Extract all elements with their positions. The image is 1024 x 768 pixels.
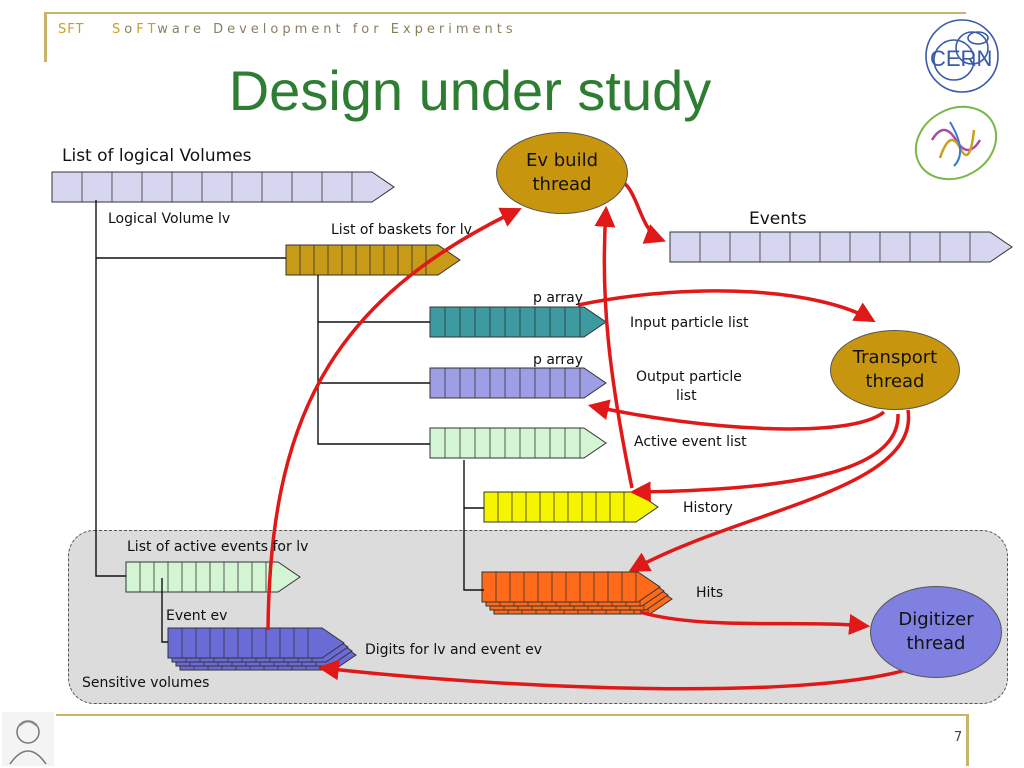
footer-accent-bar [966, 714, 969, 766]
label-list-logical-volumes: List of logical Volumes [62, 146, 252, 166]
logical-volumes-bar-shape [51, 171, 395, 203]
label-baskets: List of baskets for lv [331, 222, 472, 238]
digits-bar [167, 627, 357, 671]
label-active-events-for-lv: List of active events for lv [127, 539, 309, 555]
digitizer-thread-line1: Digitizer [898, 609, 974, 630]
page-number: 7 [954, 730, 963, 745]
label-digits: Digits for lv and event ev [365, 642, 543, 658]
digitizer-thread-line2: thread [906, 633, 966, 654]
output-particle-bar [429, 367, 607, 399]
label-active-event-list: Active event list [634, 434, 747, 450]
label-output-particle-list-2: list [676, 388, 697, 404]
slide-title: Design under study [228, 59, 712, 122]
portrait-logo-icon [2, 712, 54, 766]
baskets-bar [285, 244, 461, 276]
ev-build-thread-node: Ev build thread [496, 132, 628, 214]
footer-line [56, 714, 966, 716]
header-accent-bar [44, 12, 47, 62]
ev-build-thread-line1: Ev build [525, 150, 598, 171]
input-particle-bar-shape [429, 306, 607, 338]
ev-build-thread-line2: thread [532, 174, 592, 195]
hits-bar [481, 571, 673, 615]
active-events-lv-bar [125, 561, 301, 593]
events-bar-shape [669, 231, 1013, 263]
svg-text:CERN: CERN [930, 46, 992, 71]
active-event-bar [429, 427, 607, 459]
transport-thread-line2: thread [865, 371, 925, 392]
baskets-bar-shape [285, 244, 461, 276]
label-history: History [683, 500, 733, 516]
logical-volumes-bar [51, 171, 395, 203]
digits-bar-shape [167, 627, 345, 659]
label-input-particle-list: Input particle list [630, 315, 749, 331]
label-event-ev: Event ev [166, 608, 228, 624]
active-events-lv-bar-shape [125, 561, 301, 593]
digitizer-thread-node: Digitizer thread [870, 586, 1002, 678]
label-sensitive-volumes: Sensitive volumes [82, 675, 210, 691]
label-p-array-2: p array [533, 352, 584, 368]
label-p-array-1: p array [533, 290, 584, 306]
connector-lines [95, 200, 484, 643]
label-logical-volume-lv: Logical Volume lv [108, 211, 231, 227]
label-output-particle-list-1: Output particle [636, 369, 742, 385]
transport-thread-line1: Transport [852, 347, 938, 368]
active-event-bar-shape [429, 427, 607, 459]
label-events: Events [749, 209, 807, 229]
label-hits: Hits [696, 585, 724, 601]
transport-thread-node: Transport thread [830, 330, 960, 410]
header-line [44, 12, 966, 14]
cern-logo-icon: CERN [925, 19, 999, 93]
header-full-name: SoFTware Development for Experiments [112, 22, 517, 37]
hits-bar-shape [481, 571, 661, 603]
header-short-name: SFT [58, 22, 85, 37]
input-particle-bar [429, 306, 607, 338]
history-bar [483, 491, 659, 523]
history-bar-shape [483, 491, 659, 523]
events-bar [669, 231, 1013, 263]
output-particle-bar-shape [429, 367, 607, 399]
sft-logo-icon [914, 105, 998, 181]
